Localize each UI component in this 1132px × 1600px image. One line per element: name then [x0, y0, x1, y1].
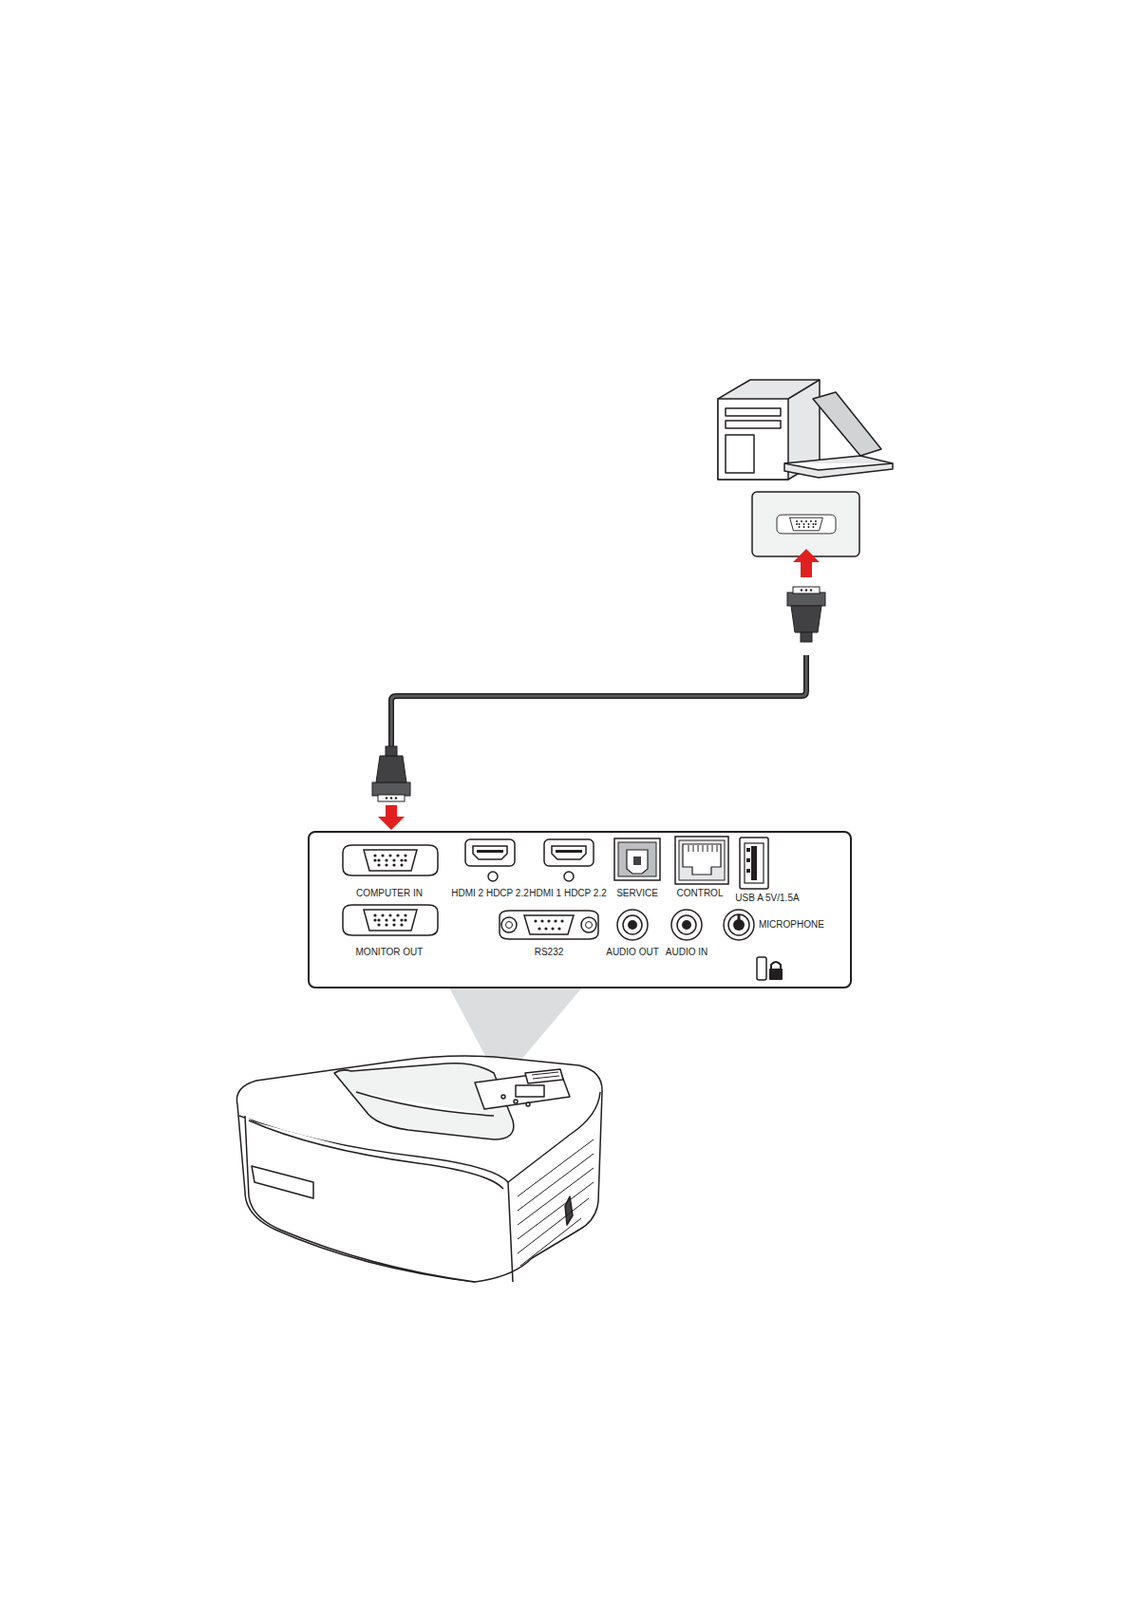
port-label: HDMI 2 HDCP 2.2: [451, 887, 529, 899]
port-label: MICROPHONE: [758, 919, 825, 930]
port-label: AUDIO IN: [665, 946, 708, 958]
port-label: AUDIO OUT: [605, 946, 660, 958]
port-label: HDMI 1 HDCP 2.2: [528, 887, 607, 899]
port-label: SERVICE: [616, 887, 659, 899]
port-label: COMPUTER IN: [356, 887, 423, 899]
port-label: CONTROL: [677, 887, 724, 899]
port-label: USB A 5V/1.5A: [735, 892, 799, 904]
port-label: RS232: [534, 946, 565, 958]
port-label: MONITOR OUT: [356, 946, 424, 958]
